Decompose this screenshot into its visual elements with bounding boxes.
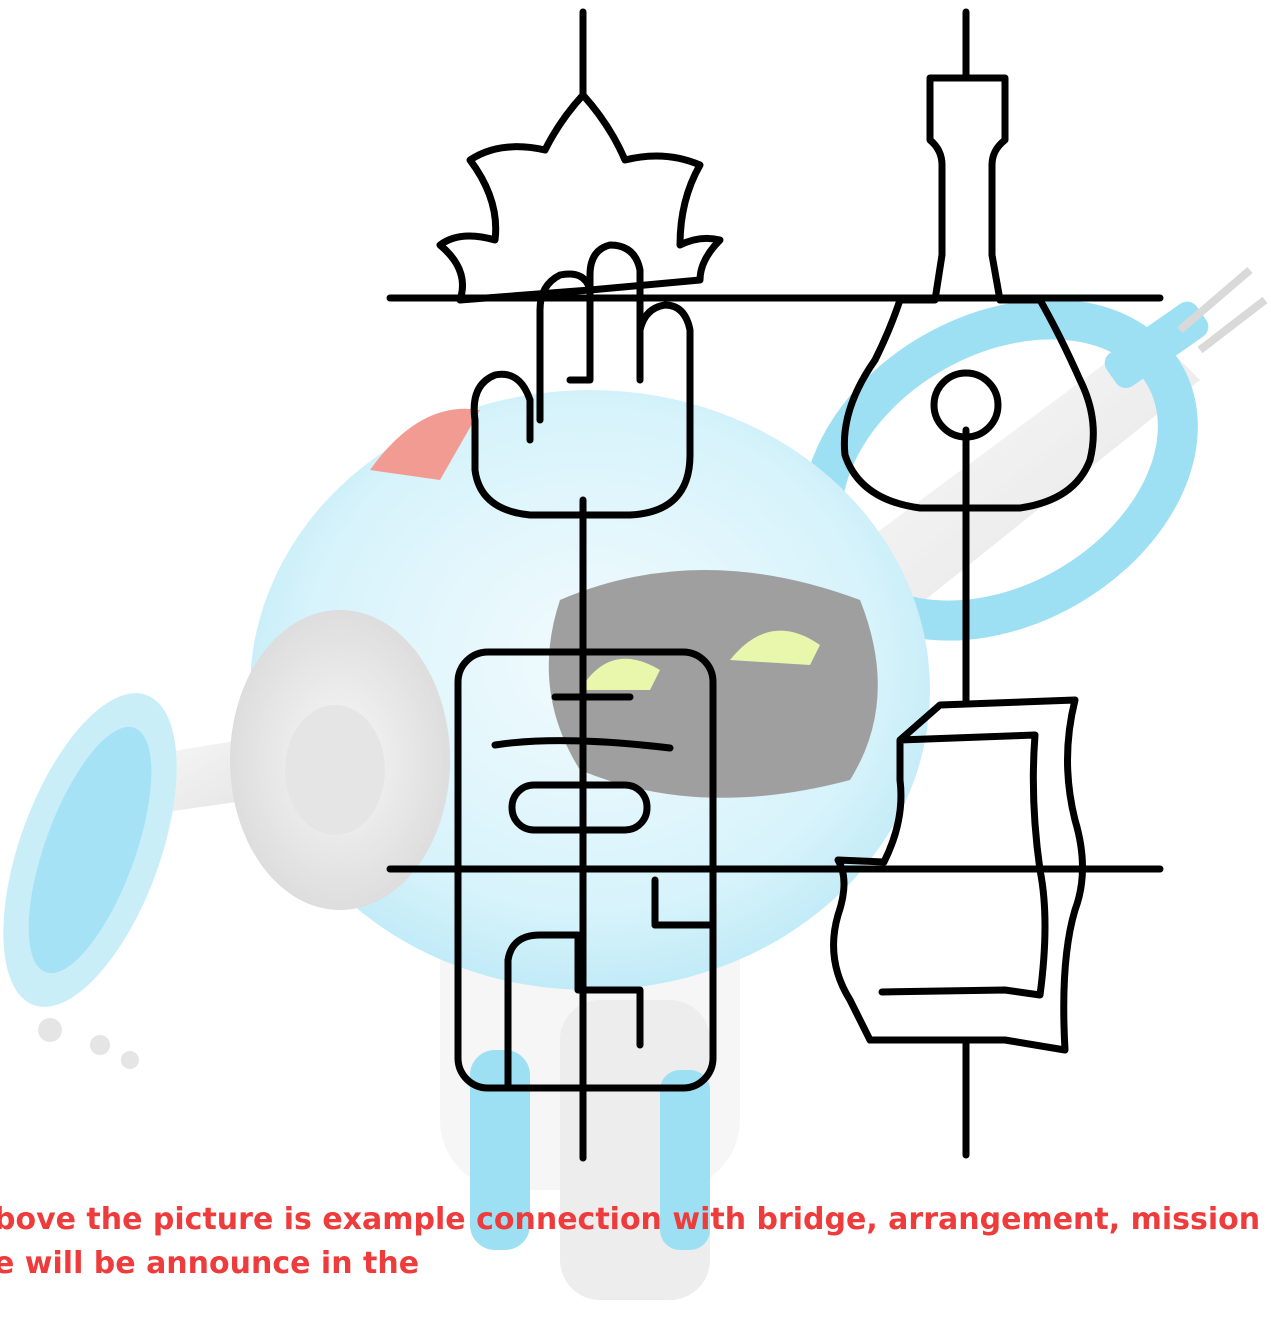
robot-left-arm: [0, 671, 250, 1069]
flame-icon: [440, 95, 720, 300]
caption-line-1: bove the picture is example connection w…: [0, 1198, 1271, 1242]
robot-mascot: [0, 258, 1265, 1300]
caption-text: bove the picture is example connection w…: [0, 1198, 1271, 1286]
caption-line-2: e will be announce in the: [0, 1242, 1271, 1286]
